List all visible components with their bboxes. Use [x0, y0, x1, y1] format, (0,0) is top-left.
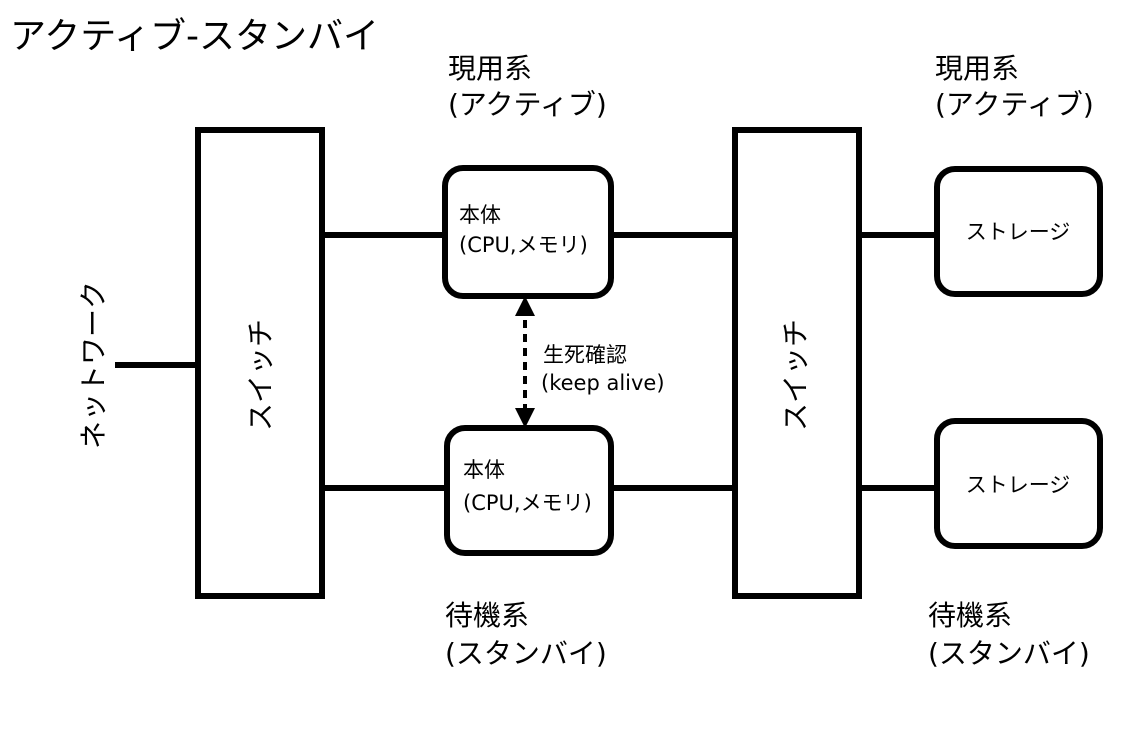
standby-server-text-line1: 本体: [463, 458, 505, 482]
heartbeat-label-line2: (keep alive): [541, 371, 665, 395]
standby-storage-label-line2: (スタンバイ): [928, 637, 1090, 670]
left-switch: [195, 127, 325, 599]
heartbeat-label-line1: 生死確認: [543, 343, 627, 367]
active-server-text-line1: 本体: [459, 203, 501, 227]
active-server-box: [442, 165, 614, 299]
standby-server-label-line1: 待機系: [445, 599, 529, 632]
active-server-text-line2: (CPU,メモリ): [459, 233, 588, 257]
right-switch: [732, 127, 862, 599]
active-storage-text: ストレージ: [966, 220, 1071, 244]
standby-storage-text: ストレージ: [966, 473, 1071, 497]
standby-server-box: [444, 425, 614, 556]
active-storage-label-line1: 現用系: [935, 52, 1019, 85]
network-label: ネットワーク: [77, 281, 110, 449]
active-storage-box: [934, 166, 1103, 297]
standby-storage-box: [934, 418, 1103, 549]
diagram-title: アクティブ-スタンバイ: [10, 16, 379, 57]
active-server-label-line2: (アクティブ): [448, 88, 607, 121]
right-switch-label: スイッチ: [779, 319, 812, 431]
standby-storage-label-line1: 待機系: [928, 599, 1012, 632]
standby-server-label-line2: (スタンバイ): [445, 637, 607, 670]
standby-server-text-line2: (CPU,メモリ): [463, 491, 592, 515]
active-server-label-line1: 現用系: [448, 52, 532, 85]
left-switch-label: スイッチ: [244, 319, 277, 431]
active-storage-label-line2: (アクティブ): [935, 88, 1094, 121]
